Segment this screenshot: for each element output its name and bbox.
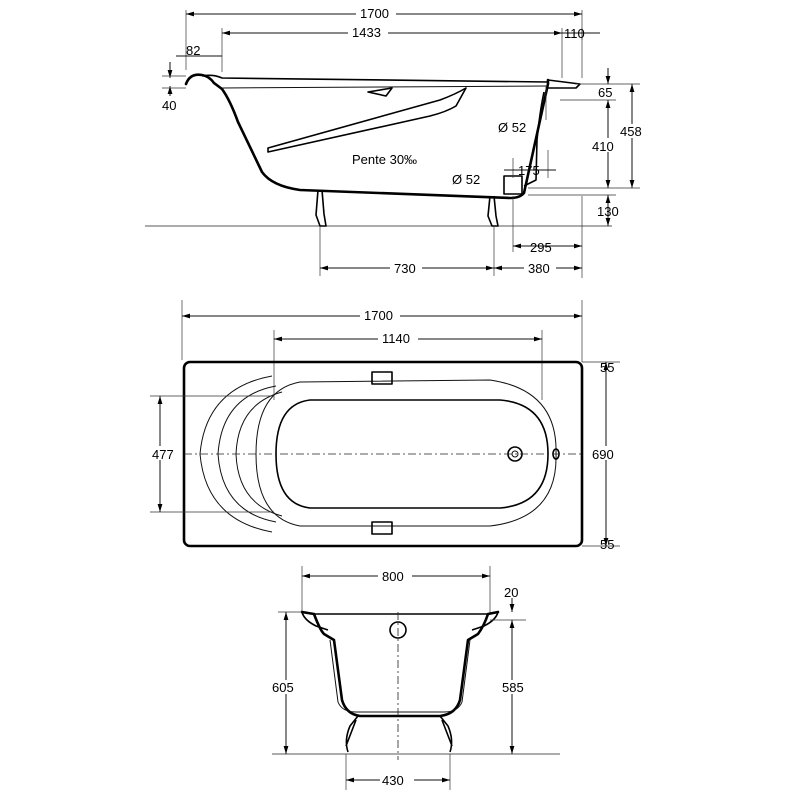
top-basin-inner <box>275 399 549 509</box>
side-leg-right <box>487 195 499 227</box>
dim-side-380: 380 <box>528 261 550 276</box>
top-grip-top <box>371 371 393 385</box>
end-leg-left <box>345 715 359 753</box>
top-basin-outer <box>255 379 557 527</box>
side-tub-outline <box>184 73 550 200</box>
dim-end-20: 20 <box>504 585 518 600</box>
dim-side-295: 295 <box>530 240 552 255</box>
dim-top-1700: 1700 <box>364 308 393 323</box>
dim-side-458: 458 <box>620 124 642 139</box>
end-rim-right <box>471 611 499 631</box>
dim-side-1700: 1700 <box>360 6 389 21</box>
dim-side-175: 175 <box>518 163 540 178</box>
dim-side-40: 40 <box>162 98 176 113</box>
side-slope-label: Pente 30‰ <box>352 152 417 167</box>
end-inner-wall <box>329 639 471 713</box>
side-rim-right <box>547 79 581 89</box>
dim-side-110: 110 <box>564 26 585 41</box>
side-view: 1700 1433 82 110 40 65 410 458 13 <box>145 6 648 278</box>
dim-side-drain-diameter: Ø 52 <box>452 172 480 187</box>
end-overflow <box>389 621 407 639</box>
side-backrest <box>267 87 467 153</box>
dim-top-477: 477 <box>152 447 174 462</box>
dim-top-690: 690 <box>592 447 614 462</box>
side-tub-inner <box>201 74 549 83</box>
dim-side-82: 82 <box>186 43 200 58</box>
dim-end-605: 605 <box>272 680 294 695</box>
dim-end-800: 800 <box>382 569 404 584</box>
end-leg-right <box>439 715 453 753</box>
dim-side-410: 410 <box>592 139 614 154</box>
side-drain <box>503 175 523 195</box>
end-view: 800 605 20 585 430 <box>270 566 560 790</box>
dim-end-430: 430 <box>382 773 404 788</box>
side-leg-left <box>315 189 327 227</box>
dim-side-overflow-diameter: Ø 52 <box>498 120 526 135</box>
end-rim-left <box>301 611 329 631</box>
dim-side-130: 130 <box>597 204 619 219</box>
side-tub-inner-wall <box>221 85 549 89</box>
dim-side-1433: 1433 <box>352 25 381 40</box>
dim-side-730: 730 <box>394 261 416 276</box>
end-tub-outline <box>300 610 500 718</box>
top-grip-bottom <box>371 521 393 535</box>
dim-top-1140: 1140 <box>382 331 410 346</box>
dim-top-55-lower: 55 <box>600 537 614 552</box>
side-overflow-pipe <box>523 91 545 187</box>
dim-side-65: 65 <box>598 85 612 100</box>
side-grip <box>367 87 393 97</box>
top-view: 1700 1140 477 690 55 55 <box>148 300 624 552</box>
dim-top-55-upper: 55 <box>600 360 614 375</box>
dim-end-585: 585 <box>502 680 524 695</box>
